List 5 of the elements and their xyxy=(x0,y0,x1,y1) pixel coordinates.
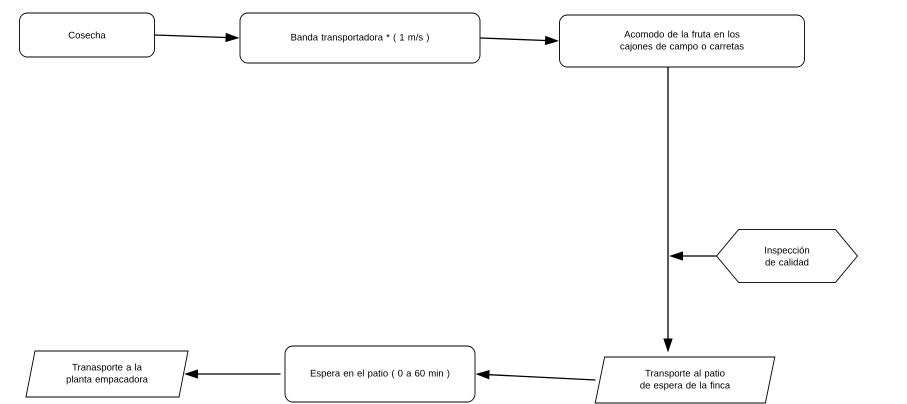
data-parallelogram: Transporte al patio de espera de la finca xyxy=(594,356,776,404)
process-box: Cosecha xyxy=(19,12,155,58)
process-box: Espera en el patio ( 0 a 60 min ) xyxy=(284,346,476,402)
process-box: Banda transportadora * ( 1 m/s ) xyxy=(240,12,480,64)
process-box: Acomodo de la fruta en los cajones de campo o carretas xyxy=(559,14,805,68)
